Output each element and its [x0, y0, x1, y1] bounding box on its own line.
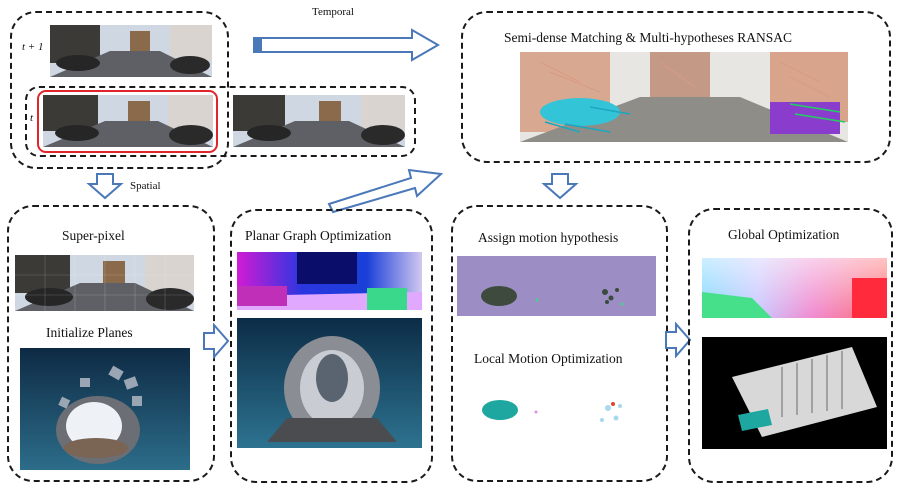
planar-to-matching-arrow: [327, 168, 444, 214]
street-image-t-left: [43, 95, 213, 147]
matching-stage-box: [461, 11, 891, 163]
street-image-t-right: [233, 95, 405, 147]
frame-label-t-plus-1: t + 1: [22, 41, 44, 53]
matching-down-arrow: [541, 173, 579, 200]
global-opt-title: Global Optimization: [728, 227, 840, 242]
global-pointcloud-image: [702, 337, 887, 449]
motion-to-global-arrow: [665, 322, 692, 358]
spatial-arrow: [86, 173, 124, 200]
frame-label-t: t: [30, 112, 34, 124]
planar-reconstruction-image: [237, 318, 422, 448]
matching-visualization: [520, 52, 848, 142]
planar-graph-stage-box: [230, 209, 433, 483]
motion-hypothesis-image: [457, 256, 656, 316]
superpixel-to-planar-arrow: [203, 323, 230, 359]
global-flow-map: [702, 258, 887, 318]
spatial-label: Spatial: [130, 180, 161, 192]
global-opt-stage-box: [688, 208, 893, 483]
matching-stage-title: Semi-dense Matching & Multi-hypotheses R…: [504, 30, 792, 45]
temporal-arrow: [253, 28, 441, 62]
init-planes-image: [20, 348, 190, 470]
assign-motion-title: Assign motion hypothesis: [478, 230, 619, 245]
init-planes-title: Initialize Planes: [46, 325, 133, 340]
input-frames-group: [10, 11, 229, 169]
local-motion-title: Local Motion Optimization: [474, 351, 623, 366]
reference-frame-highlight: [37, 90, 218, 153]
local-motion-image: [458, 378, 656, 448]
frame-t-group: [25, 86, 416, 157]
superpixel-image: [15, 255, 194, 311]
planar-graph-title: Planar Graph Optimization: [245, 228, 392, 243]
street-image-t-plus-1: [50, 25, 212, 77]
planar-normal-map: [237, 252, 422, 310]
superpixel-title: Super-pixel: [62, 228, 125, 243]
temporal-label: Temporal: [312, 6, 354, 18]
